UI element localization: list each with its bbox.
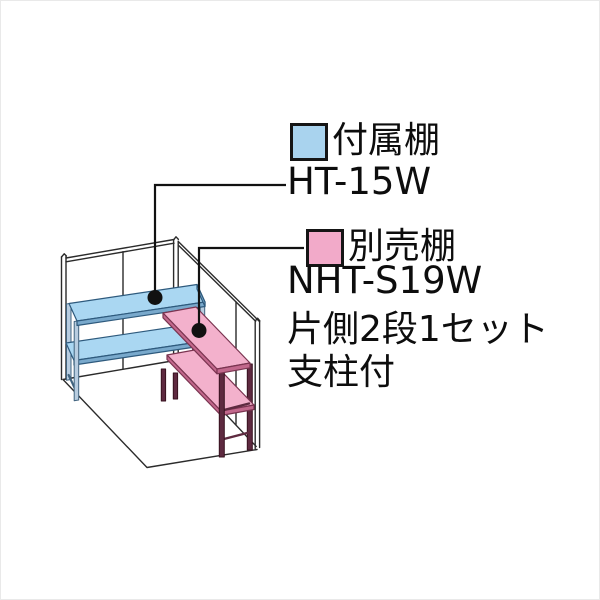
optional-shelf-leader-line (197, 246, 304, 331)
callouts (147, 183, 304, 338)
optional-shelf-note-set: 片側2段1セット (287, 309, 549, 350)
pink-left-bracket-post-front (160, 368, 167, 402)
left-wall-top-rail (65, 238, 175, 259)
pink-post-cross-rail-lower (220, 431, 251, 441)
optional-shelf-note-posts: 支柱付 (287, 352, 396, 393)
corner-post-cap (172, 236, 180, 241)
pink-front-support-post (218, 370, 225, 458)
left-wall-top-rail-2 (65, 242, 175, 263)
included-shelf-model: HT-15W (287, 160, 432, 203)
left-pillar-cap (60, 253, 68, 258)
pink-top-shelf-end-edge (216, 362, 251, 375)
pink-post-cross-rail-upper (220, 402, 251, 412)
blue-back-left-leg (66, 302, 72, 381)
optional-shelf-unit (160, 306, 255, 458)
right-wall-top-rail-2 (177, 244, 257, 322)
included-shelf-swatch (290, 123, 328, 161)
optional-shelf-swatch (306, 229, 344, 267)
right-pillar-cap (254, 317, 261, 322)
optional-shelf-marker-dot (191, 323, 207, 338)
included-shelf-unit (65, 283, 206, 402)
included-shelf-label: 付属棚 (332, 120, 441, 161)
included-shelf-marker-dot (147, 290, 163, 305)
optional-shelf-label: 別売棚 (348, 226, 457, 267)
optional-shelf-model: NHT-S19W (287, 259, 483, 302)
right-wall-top-rail (177, 240, 261, 323)
left-wall-bottom-edge (62, 359, 176, 381)
included-shelf-leader-line (153, 183, 286, 298)
blue-front-left-leg (73, 320, 80, 402)
pink-left-bracket-post-back (172, 372, 179, 400)
